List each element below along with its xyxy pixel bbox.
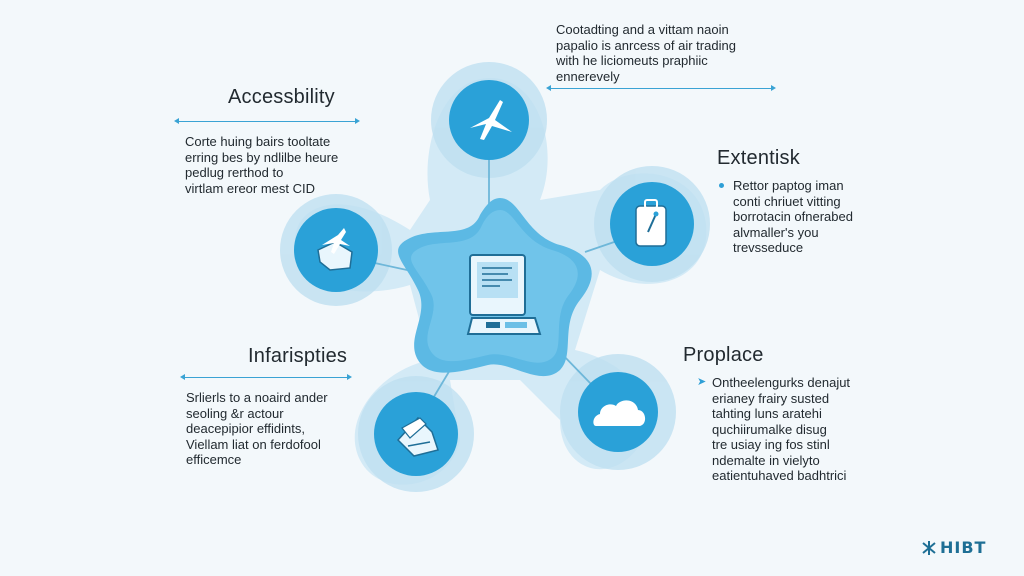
infarispties-line: Srlierls to a noaird ander — [186, 390, 328, 405]
proplace-line: Ontheelengurks denajut — [712, 375, 851, 390]
extentisk-text: Rettor paptog iman conti chriuet vitting… — [733, 178, 853, 256]
node-bottom-left — [374, 392, 458, 476]
luggage-icon — [635, 199, 667, 247]
top-note: Cootadting and a vittam naoin papalio is… — [556, 22, 736, 84]
computer-terminal-icon — [466, 254, 542, 335]
extentisk-line: alvmaller's you — [733, 224, 819, 240]
accessibility-line: pedlug rerthod to — [185, 165, 284, 180]
top-note-line: Cootadting and a vittam naoin — [556, 22, 729, 37]
node-top — [449, 80, 529, 160]
accessibility-text: Corte huing bairs tooltate erring bes by… — [185, 134, 338, 196]
proplace-line: eatientuhaved badhtrici — [712, 468, 847, 483]
proplace-title: Proplace — [683, 344, 764, 366]
node-right — [610, 182, 694, 266]
accessibility-line: erring bes by ndlilbe heure — [185, 149, 339, 165]
top-note-line: ennerevely — [556, 68, 620, 84]
infarispties-line: deacepipior effidints, — [186, 421, 306, 436]
brand-logo: HIBT — [921, 538, 986, 557]
extentisk-line: conti chriuet vitting — [733, 193, 841, 209]
infarispties-line: seoling &r actour — [186, 405, 284, 421]
node-bottom-right — [578, 372, 658, 452]
airplane-icon — [470, 100, 512, 140]
proplace-line: quchiirumalke disug — [712, 421, 827, 437]
node-left — [294, 208, 378, 292]
extentisk-title: Extentisk — [717, 147, 800, 169]
top-note-line: papalio is anrcess of air trading — [556, 37, 736, 53]
plane-map-icon — [317, 228, 353, 271]
extentisk-line: trevsseduce — [733, 240, 804, 255]
infarispties-line: Viellam liat on ferdofool — [186, 436, 321, 452]
accessibility-line: virtlam ereor mest CID — [185, 180, 316, 196]
extentisk-line: Rettor paptog iman — [733, 178, 844, 193]
proplace-line: erianey frairy susted — [712, 390, 830, 406]
top-note-line: with he liciomeuts praphiic — [556, 53, 708, 68]
cloud-icon — [593, 400, 646, 426]
proplace-text: Ontheelengurks denajut erianey frairy su… — [712, 375, 850, 484]
extentisk-line: borrotacin ofnerabed — [733, 209, 853, 224]
infarispties-divider — [180, 374, 352, 380]
top-note-divider — [546, 85, 776, 91]
extentisk-bullet — [719, 183, 724, 188]
accessibility-title: Accessbility — [228, 86, 335, 108]
proplace-line: tahting luns aratehi — [712, 406, 822, 421]
accessibility-divider — [174, 118, 360, 124]
proplace-line: ndemalte in vielyto — [712, 452, 820, 468]
travel-kit-icon — [396, 416, 439, 457]
infarispties-line: efficemce — [186, 452, 242, 467]
brand-name: HIBT — [940, 538, 987, 557]
accessibility-line: Corte huing bairs tooltate — [185, 134, 331, 149]
proplace-line: tre usiay ing fos stinl — [712, 437, 830, 452]
infarispties-title: Infarispties — [248, 345, 348, 367]
infarispties-text: Srlierls to a noaird ander seoling &r ac… — [186, 390, 328, 468]
hibt-logo-icon — [922, 540, 936, 555]
proplace-arrow-icon: ➤ — [697, 376, 707, 388]
